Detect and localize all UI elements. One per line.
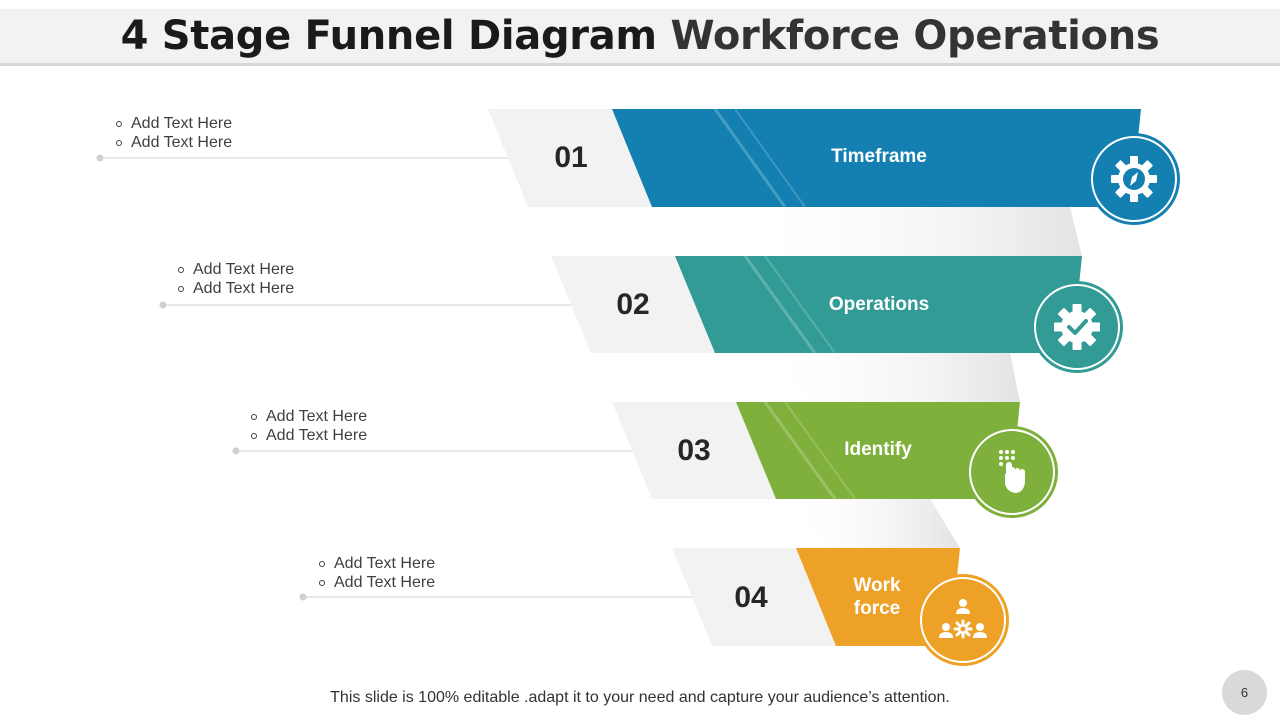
bullet-text: Add Text Here: [334, 555, 436, 572]
stage-1-band: [612, 109, 1141, 207]
stage-2-band-highlight: [743, 255, 817, 354]
leader-dot: [232, 447, 240, 455]
bullet-item: Add Text Here: [178, 260, 294, 279]
stage-1-number: 01: [554, 141, 588, 174]
bullet-text: Add Text Here: [131, 115, 233, 132]
slide-title: 4 Stage Funnel Diagram Workforce Operati…: [0, 9, 1280, 63]
stage-2-number: 02: [616, 288, 650, 321]
bullet-icon: [319, 579, 325, 586]
page-number: 6: [1222, 670, 1267, 715]
bullet-icon: [116, 120, 122, 127]
stage-4-icon-inner: [920, 577, 1006, 663]
bullet-icon: [178, 285, 184, 292]
gear-compass-icon: [1111, 156, 1157, 202]
connector-shadow: [740, 207, 1082, 256]
stage-2-label: Operations: [828, 294, 930, 315]
leader-dot: [159, 301, 167, 309]
stage-4-label: Work force: [853, 575, 901, 619]
gear-check-icon: [1054, 304, 1100, 350]
bullet-text: Add Text Here: [193, 261, 295, 278]
stage-3-label: Identify: [844, 439, 912, 460]
connector-shadow: [785, 499, 960, 548]
leader-dot: [96, 154, 104, 162]
stage-1-number-panel: [488, 109, 652, 207]
stage-1-band-highlight: [734, 108, 806, 208]
stage-2-band: [675, 256, 1082, 353]
stage-2-icon-inner: [1034, 284, 1120, 370]
bullet-icon: [178, 266, 184, 273]
stage-3-band-highlight: [784, 401, 856, 500]
bullet-text: Add Text Here: [266, 408, 368, 425]
stage-4-number-panel: [672, 548, 836, 646]
stage-2-band-highlight: [764, 255, 836, 354]
bullet-text: Add Text Here: [193, 280, 295, 297]
title-part-1: 4 Stage Funnel Diagram: [120, 13, 658, 59]
stage-1-band-highlight: [713, 108, 787, 208]
stage-1-bullets: Add Text Here Add Text Here: [116, 114, 232, 152]
stage-1-icon-inner: [1091, 136, 1177, 222]
bullet-text: Add Text Here: [131, 134, 233, 151]
bullet-icon: [251, 432, 257, 439]
hand-pointer-icon: [999, 450, 1025, 493]
bullet-text: Add Text Here: [266, 427, 368, 444]
team-network-icon: [939, 599, 987, 639]
stage-3-band: [736, 402, 1020, 499]
stage-4-bullets: Add Text Here Add Text Here: [319, 554, 435, 592]
bullet-item: Add Text Here: [319, 573, 435, 592]
stage-1-label: Timeframe: [831, 146, 927, 167]
bullet-item: Add Text Here: [251, 407, 367, 426]
stage-3-band-highlight: [763, 401, 837, 500]
stage-2-bullets: Add Text Here Add Text Here: [178, 260, 294, 298]
bullet-item: Add Text Here: [116, 133, 232, 152]
connector-shadow: [760, 353, 1020, 402]
bullet-text: Add Text Here: [334, 574, 436, 591]
stage-2-number-panel: [551, 256, 715, 353]
bullet-icon: [319, 560, 325, 567]
leader-dot: [299, 593, 307, 601]
stage-3-icon-inner: [969, 429, 1055, 515]
stage-3-number: 03: [677, 434, 711, 467]
bullet-item: Add Text Here: [251, 426, 367, 445]
bullet-item: Add Text Here: [116, 114, 232, 133]
title-part-2: Workforce Operations: [670, 13, 1160, 59]
stage-3-bullets: Add Text Here Add Text Here: [251, 407, 367, 445]
bullet-item: Add Text Here: [319, 554, 435, 573]
stage-3-number-panel: [612, 402, 776, 499]
footer-note: This slide is 100% editable .adapt it to…: [330, 689, 950, 706]
bullet-icon: [251, 413, 257, 420]
bullet-item: Add Text Here: [178, 279, 294, 298]
stage-4-number: 04: [734, 581, 768, 614]
bullet-icon: [116, 139, 122, 146]
title-bar: [0, 9, 1280, 66]
